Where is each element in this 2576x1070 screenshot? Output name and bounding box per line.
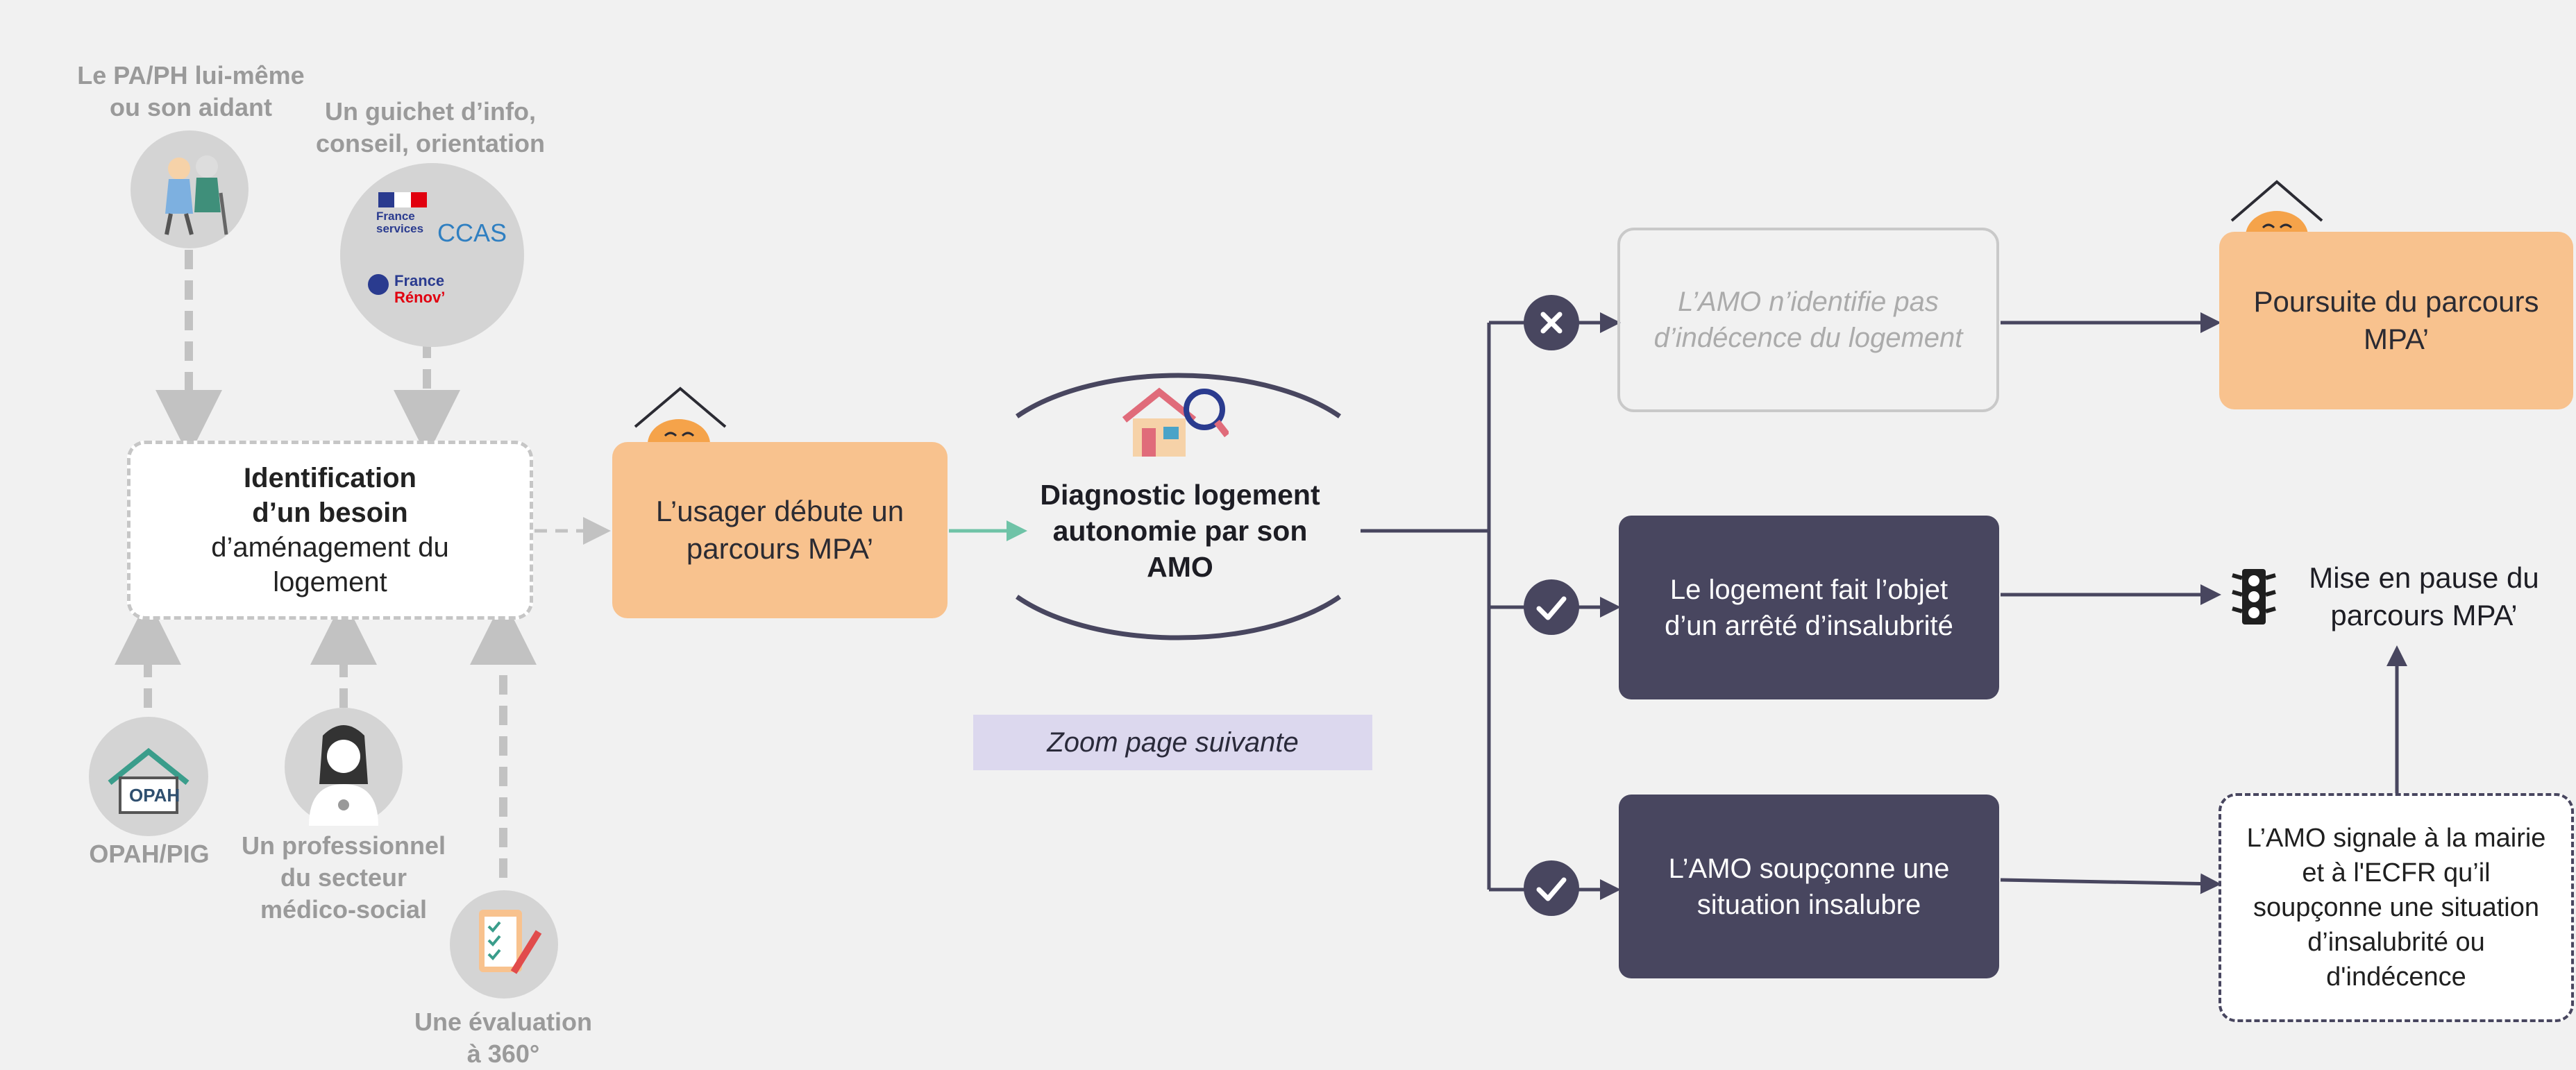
label-guichet: Un guichet d’info, conseil, orientation — [315, 97, 546, 158]
label-professionnel: Un professionnel du secteur médico-socia… — [241, 831, 446, 924]
diag-arc-bottom — [1016, 595, 1341, 640]
arrow-soup-to-signale — [2000, 873, 2221, 894]
identification-line1: Identification — [244, 463, 416, 493]
label-opah-pig: OPAH/PIG — [89, 840, 210, 868]
outcome-no-indecence: L’AMO n’identifie pas d’indécence du log… — [1617, 228, 1999, 412]
france-services-logo: France services — [376, 210, 424, 235]
result-pause: Mise en pause du parcours MPA’ — [2309, 561, 2539, 631]
result-poursuite: Poursuite du parcours MPA’ — [2219, 232, 2573, 409]
france-renov-logo-2: Rénov’ — [394, 289, 446, 306]
opah-logo-text: OPAH — [129, 785, 180, 806]
check-icon — [1524, 579, 1579, 635]
ccas-logo: CCAS — [437, 219, 507, 247]
guichet-logos: France services CCAS France Rénov’ — [340, 163, 524, 347]
outcome-soupconne: L’AMO soupçonne une situation insalubre — [1619, 795, 1999, 978]
label-pa-ph: Le PA/PH lui-même ou son aidant — [77, 61, 305, 121]
traffic-light-icon — [2230, 566, 2278, 628]
usager-box: L’usager débute un parcours MPA’ — [612, 442, 948, 618]
roof-poursuite — [2230, 180, 2323, 222]
opah-logo: OPAH — [89, 717, 208, 836]
label-evaluation: Une évaluation à 360° — [414, 1008, 593, 1068]
diagnostic-text: Diagnostic logement autonomie par son AM… — [1040, 479, 1320, 583]
zoom-page-suivante-label: Zoom page suivante — [973, 715, 1372, 770]
evaluation-checklist-icon — [450, 890, 558, 999]
identification-line2: d’un besoin — [252, 498, 408, 528]
result-signale: L’AMO signale à la mairie et à l'ECFR qu… — [2219, 793, 2574, 1022]
diag-arc-top — [1016, 373, 1341, 418]
x-icon — [1524, 295, 1579, 350]
french-flag-icon — [378, 192, 427, 207]
elderly-couple-icon — [131, 130, 249, 248]
roof-usager — [634, 387, 727, 428]
identification-line3: d’aménagement du logement — [211, 532, 449, 597]
check-icon — [1524, 860, 1579, 916]
identification-box: Identification d’un besoin d’aménagement… — [127, 441, 533, 620]
france-renov-logo-1: France — [394, 272, 445, 289]
house-search-icon — [1118, 378, 1230, 461]
doctor-icon — [285, 708, 403, 826]
france-renov-icon — [368, 274, 389, 295]
outcome-arrete: Le logement fait l’objet d’un arrêté d’i… — [1619, 516, 1999, 699]
